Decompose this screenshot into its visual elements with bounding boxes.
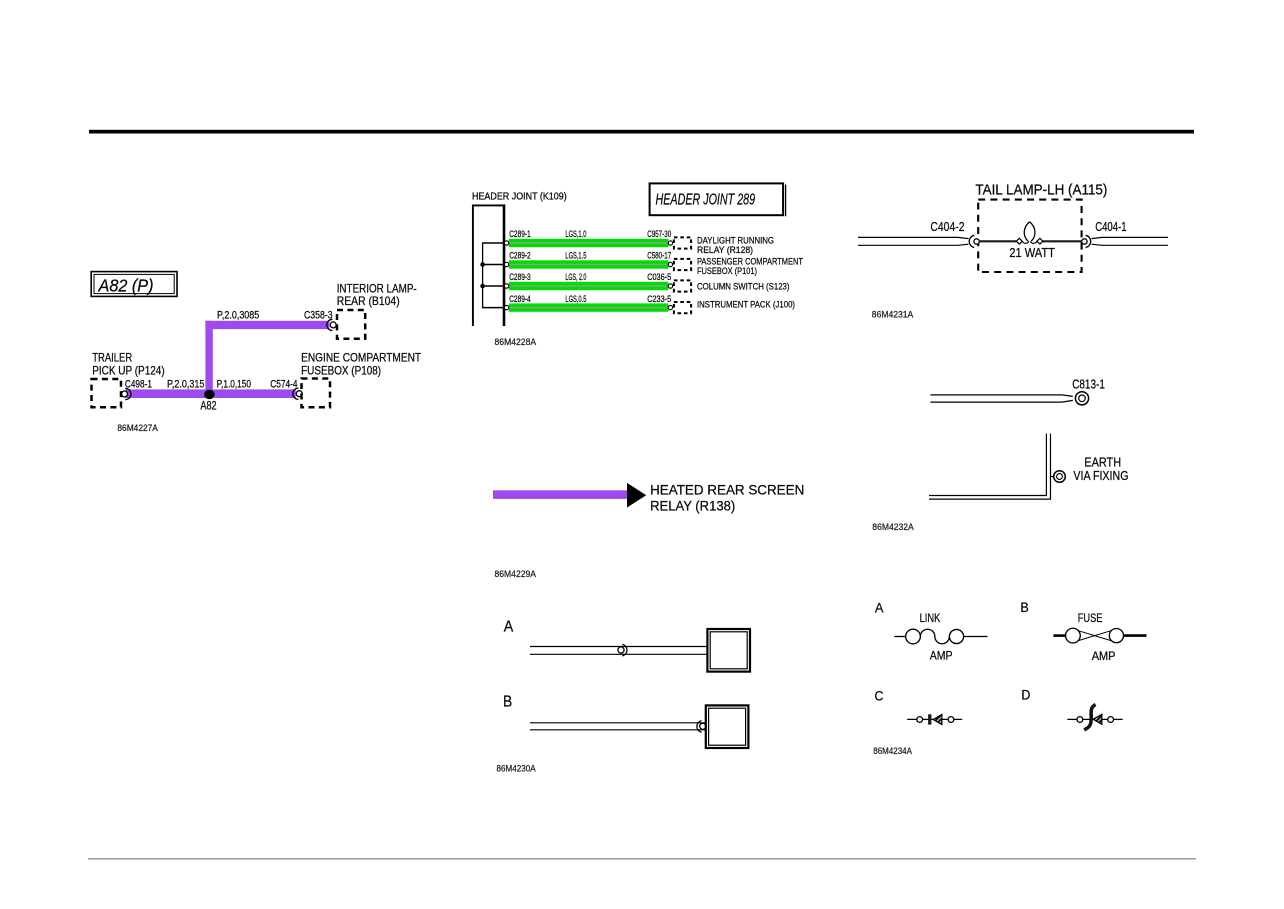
svg-text:C289-2: C289-2 <box>509 251 531 261</box>
svg-text:LGS,1.5: LGS,1.5 <box>565 251 586 261</box>
svg-text:AMP: AMP <box>1092 649 1116 663</box>
svg-text:C036-5: C036-5 <box>647 272 671 282</box>
svg-text:C233-5: C233-5 <box>647 294 671 304</box>
svg-text:ENGINE COMPARTMENT: ENGINE COMPARTMENT <box>301 351 422 365</box>
svg-text:VIA FIXING: VIA FIXING <box>1073 468 1128 483</box>
svg-text:C580-17: C580-17 <box>647 251 671 261</box>
svg-text:LGS, 2.0: LGS, 2.0 <box>565 272 586 282</box>
svg-text:FUSE: FUSE <box>1078 611 1103 625</box>
svg-text:86M4227A: 86M4227A <box>117 423 157 433</box>
svg-text:86M4231A: 86M4231A <box>872 310 914 320</box>
svg-text:RELAY (R128): RELAY (R128) <box>697 245 753 256</box>
svg-text:REAR (B104): REAR (B104) <box>337 294 400 308</box>
svg-text:C289-3: C289-3 <box>509 272 531 282</box>
svg-text:COLUMN SWITCH (S123): COLUMN SWITCH (S123) <box>697 281 790 292</box>
svg-text:INTERIOR LAMP-: INTERIOR LAMP- <box>337 281 417 295</box>
svg-text:86M4234A: 86M4234A <box>873 746 912 756</box>
svg-text:TRAILER: TRAILER <box>92 351 132 365</box>
svg-text:C358-3: C358-3 <box>304 310 333 322</box>
svg-text:P,1.0,150: P,1.0,150 <box>217 378 251 390</box>
svg-text:C289-1: C289-1 <box>509 229 531 239</box>
svg-text:AMP: AMP <box>930 649 953 663</box>
svg-text:A: A <box>875 599 884 615</box>
svg-text:P,2.0,315: P,2.0,315 <box>167 378 204 390</box>
svg-text:C498-1: C498-1 <box>125 378 152 390</box>
svg-text:D: D <box>1021 687 1030 703</box>
svg-text:LGS,0.5: LGS,0.5 <box>565 294 586 304</box>
svg-text:FUSEBOX (P101): FUSEBOX (P101) <box>697 266 757 277</box>
svg-text:B: B <box>503 693 512 710</box>
svg-text:86M4228A: 86M4228A <box>495 337 537 347</box>
svg-text:C813-1: C813-1 <box>1072 377 1105 392</box>
svg-text:C574-4: C574-4 <box>270 378 297 390</box>
svg-text:C404-1: C404-1 <box>1095 219 1126 234</box>
svg-text:HEATED REAR SCREEN: HEATED REAR SCREEN <box>650 482 804 498</box>
svg-text:PASSENGER COMPARTMENT: PASSENGER COMPARTMENT <box>697 256 803 267</box>
svg-text:FUSEBOX (P108): FUSEBOX (P108) <box>301 364 381 378</box>
svg-text:C957-30: C957-30 <box>647 229 671 239</box>
svg-text:C: C <box>875 687 884 703</box>
svg-text:A82: A82 <box>200 399 216 413</box>
svg-text:B: B <box>1020 599 1028 615</box>
svg-text:DAYLIGHT RUNNING: DAYLIGHT RUNNING <box>697 235 774 246</box>
svg-text:RELAY (R138): RELAY (R138) <box>650 498 735 514</box>
svg-text:A: A <box>504 619 514 636</box>
svg-text:86M4230A: 86M4230A <box>497 763 536 773</box>
svg-text:TAIL LAMP-LH (A115): TAIL LAMP-LH (A115) <box>975 181 1107 198</box>
svg-text:P,2.0,3085: P,2.0,3085 <box>217 309 259 321</box>
svg-text:HEADER JOINT (K109): HEADER JOINT (K109) <box>472 192 567 203</box>
svg-text:EARTH: EARTH <box>1084 454 1121 469</box>
svg-text:INSTRUMENT PACK (J100): INSTRUMENT PACK (J100) <box>697 300 795 311</box>
svg-text:A82 (P): A82 (P) <box>98 275 154 295</box>
svg-text:LGS,1.0: LGS,1.0 <box>565 229 586 239</box>
svg-text:PICK UP (P124): PICK UP (P124) <box>92 364 165 378</box>
svg-text:86M4232A: 86M4232A <box>872 522 914 532</box>
svg-text:86M4229A: 86M4229A <box>495 569 537 579</box>
svg-text:C404-2: C404-2 <box>930 219 964 234</box>
svg-text:C289-4: C289-4 <box>509 294 531 304</box>
svg-text:HEADER JOINT 289: HEADER JOINT 289 <box>656 192 756 209</box>
svg-text:LINK: LINK <box>920 611 941 625</box>
svg-text:21 WATT: 21 WATT <box>1009 245 1055 260</box>
